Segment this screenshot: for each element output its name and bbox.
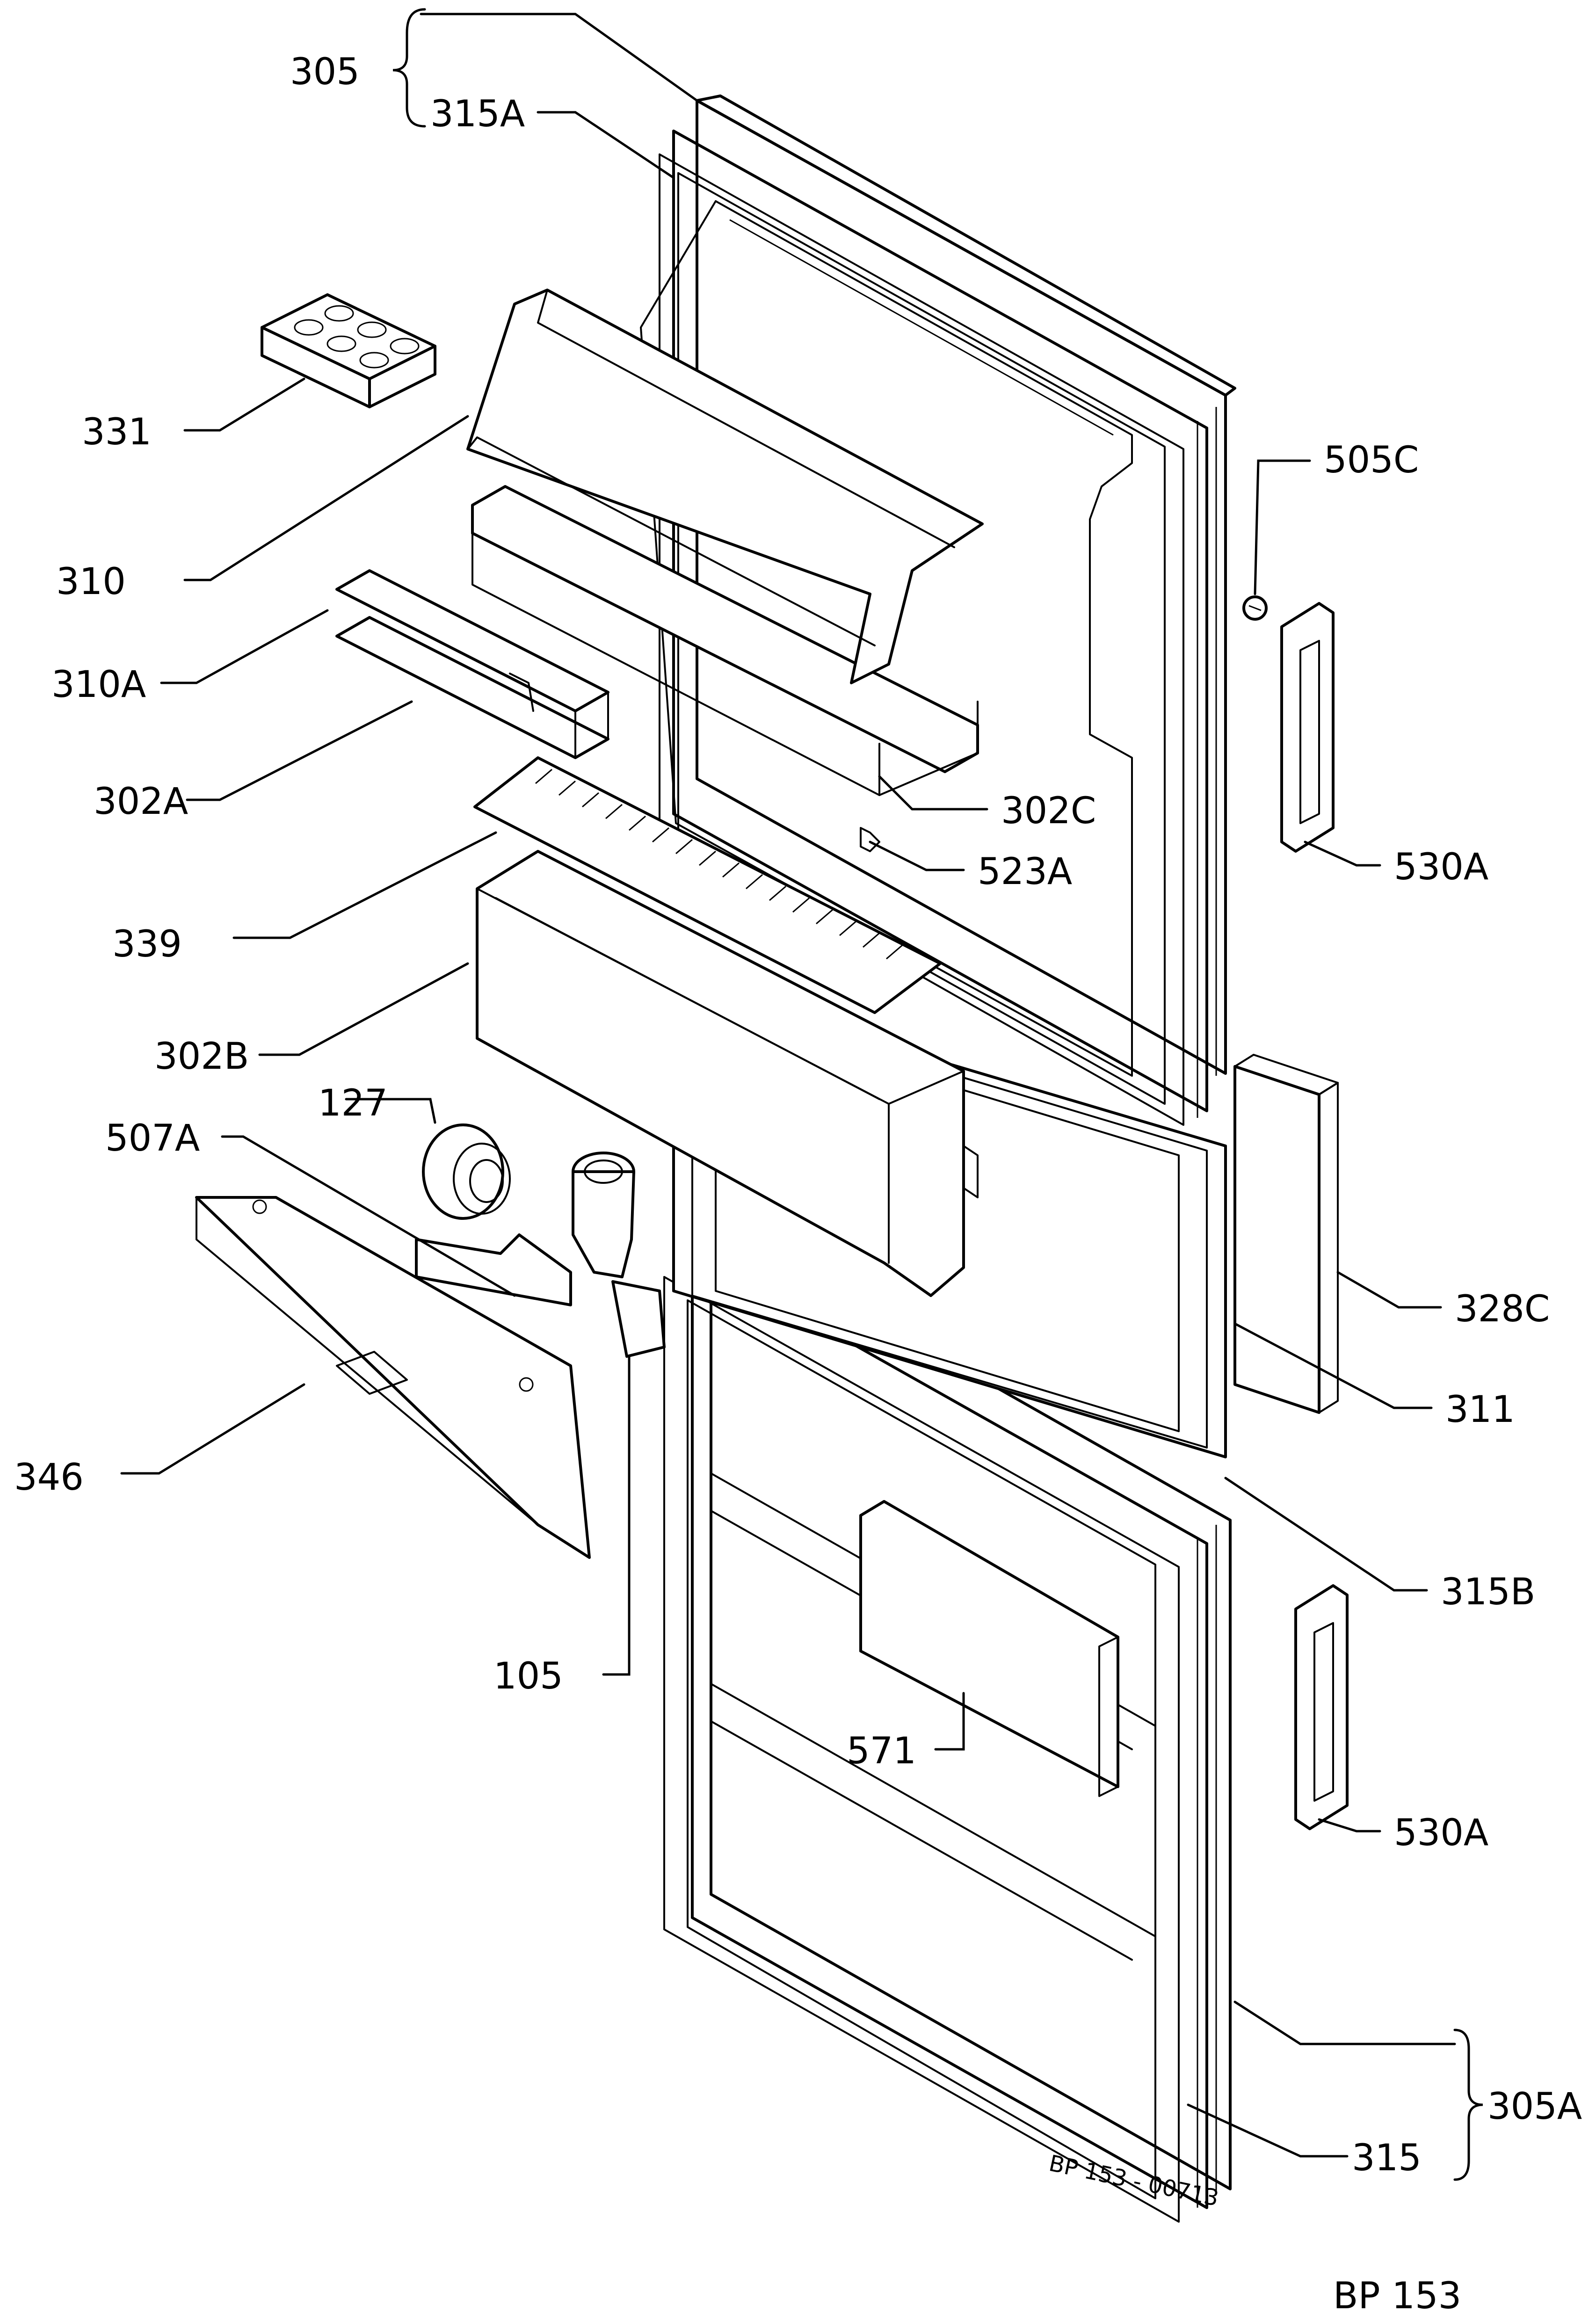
label-331: 331 [82,411,152,453]
label-346: 346 [14,1457,84,1499]
door-handle-bottom [1294,1584,1349,1830]
door-handle-top [1280,602,1335,853]
wire-grid [473,756,942,1014]
label-315a: 315A [430,93,525,135]
hinge-screw [1242,595,1268,621]
thermostat-knob [422,1123,511,1220]
label-305a: 305A [1487,2086,1582,2128]
label-310: 310 [56,561,126,603]
label-310a: 310A [51,664,146,706]
label-105: 105 [493,1655,563,1697]
label-339: 339 [112,923,182,965]
door-bin-large [476,850,979,1297]
label-507a: 507A [105,1117,200,1160]
label-127: 127 [318,1082,388,1124]
upper-door-seal [696,94,1236,397]
butter-compartment [859,1500,1119,1797]
egg-tray [261,293,436,408]
label-305: 305 [290,51,360,93]
label-302b: 302B [154,1036,249,1078]
switch-plate [415,1233,572,1306]
label-302a: 302A [94,781,188,823]
hinge-pin [860,827,880,852]
light-switch [572,1152,666,1358]
label-523a: 523A [978,851,1072,893]
label-315: 315 [1352,2137,1422,2179]
label-530a-bottom: 530A [1394,1812,1488,1854]
leader-lines [120,8,1483,2181]
small-shelf-bracket [335,569,609,759]
label-505c: 505C [1324,439,1419,481]
dairy-flap [195,1196,591,1559]
compartment-cover [466,289,984,684]
sheet-reference: BP 153 [1333,2275,1461,2317]
door-bin-upper [471,485,979,796]
label-311: 311 [1445,1389,1515,1431]
rear-panel [1233,1054,1339,1414]
label-315b: 315B [1441,1571,1535,1613]
label-328c: 328C [1455,1288,1550,1330]
label-571: 571 [847,1730,916,1772]
label-530a-top: 530A [1394,846,1488,888]
label-302c: 302C [1001,790,1096,832]
